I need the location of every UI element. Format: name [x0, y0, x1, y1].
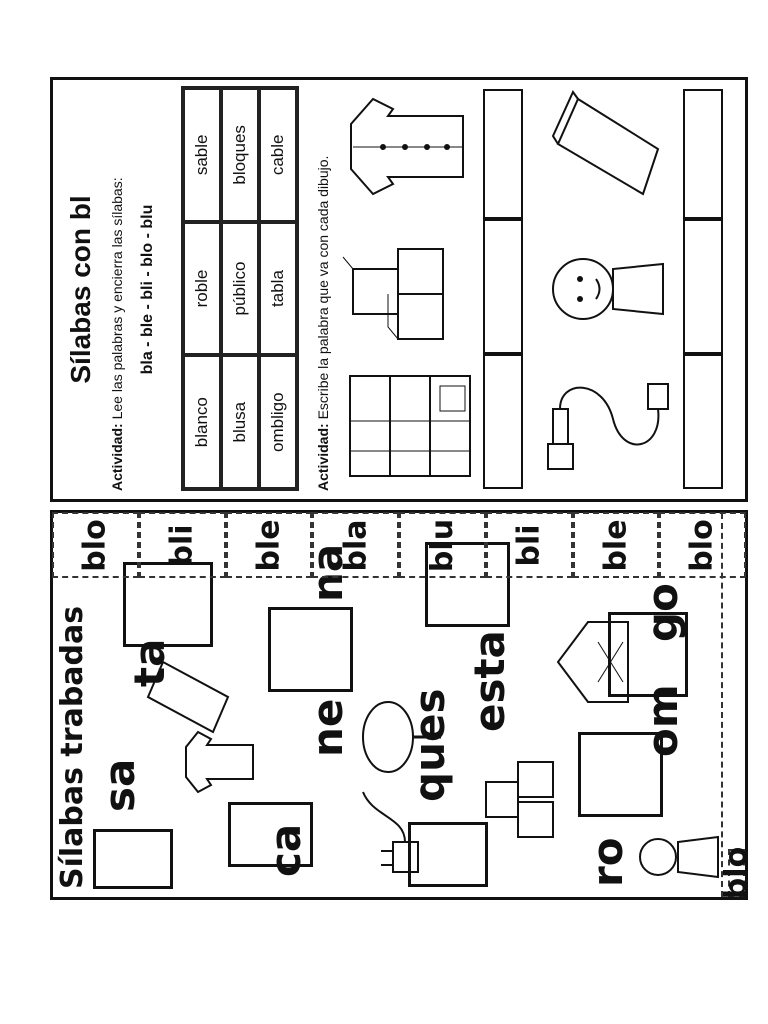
girl-icon — [639, 835, 719, 879]
word-part: go — [638, 583, 687, 642]
cut-card-label: blo — [77, 518, 113, 572]
word-table: blanco roble sable blusa público bloques… — [181, 86, 299, 491]
table-cell: ombligo — [259, 355, 297, 489]
word-part: sa — [95, 758, 144, 812]
cut-card-label: ble — [598, 518, 634, 572]
word-part: ro — [583, 837, 632, 887]
plug-icon — [362, 791, 419, 873]
page-title: Sílabas con bl — [65, 195, 96, 384]
table-cell: blanco — [183, 355, 221, 489]
top-worksheet: Sílabas con bl Actividad: Lee las palabr… — [50, 77, 748, 502]
barn-icon — [556, 621, 629, 703]
answer-box[interactable] — [483, 89, 523, 219]
cut-card-label: blo — [685, 518, 721, 572]
board-icon — [146, 660, 230, 734]
table-cell: bloques — [221, 88, 259, 222]
table-cell: blusa — [221, 355, 259, 489]
cut-card-label: ble — [251, 518, 287, 572]
cut-card[interactable]: blu — [399, 512, 486, 578]
table-cell: público — [221, 221, 259, 356]
page-title: Sílabas trabadas — [55, 605, 90, 889]
blouse-icon — [350, 97, 464, 196]
cut-strip-cards: blo bli ble bla blu bli ble blo — [52, 512, 746, 582]
word-part: ca — [261, 823, 310, 877]
activity-2-label: Actividad: — [315, 423, 331, 491]
cut-card[interactable]: bla — [312, 512, 399, 578]
bookshelf-icon — [349, 375, 471, 477]
cut-card[interactable]: bli — [485, 512, 573, 578]
cut-card-label: bli — [511, 523, 547, 567]
girl-icon — [552, 258, 664, 320]
activity-1: Actividad: Lee las palabras y encierra l… — [109, 81, 125, 491]
activity-2: Actividad: Escribe la palabra que va con… — [315, 81, 331, 491]
table-cell: sable — [183, 88, 221, 222]
table-cell: cable — [259, 88, 297, 222]
activity-2-text: Escribe la palabra que va con cada dibuj… — [315, 155, 331, 420]
cut-card[interactable]: blo — [659, 512, 746, 578]
cut-card-label: blu — [424, 518, 460, 572]
blocks-icon — [485, 761, 554, 838]
answer-box[interactable] — [483, 219, 523, 354]
cut-card-label: bla — [338, 518, 374, 572]
cut-card[interactable]: blo — [52, 512, 139, 578]
activity-1-text: Lee las palabras y encierra las sílabas: — [109, 177, 125, 420]
table-cell: tabla — [259, 221, 297, 356]
answer-box[interactable] — [483, 354, 523, 489]
table-cell: roble — [183, 221, 221, 356]
usb-cable-icon — [547, 383, 669, 470]
cut-card[interactable]: ble — [572, 512, 660, 578]
blouse-icon — [185, 730, 254, 794]
syllables-line: bla - ble - bli - blo - blu — [139, 204, 156, 375]
word-part: esta — [465, 630, 514, 732]
activity-1-label: Actividad: — [109, 423, 125, 491]
syllable-box[interactable] — [268, 607, 353, 692]
cut-card[interactable]: blo — [719, 846, 754, 900]
cut-card[interactable]: bli — [138, 512, 226, 578]
top-worksheet-content: Sílabas con bl Actividad: Lee las palabr… — [53, 80, 745, 499]
cut-card[interactable]: ble — [225, 512, 313, 578]
answer-box[interactable] — [683, 219, 723, 354]
cut-card-label: bli — [164, 523, 200, 567]
board-icon — [551, 90, 660, 196]
bottom-worksheet-content: Sílabas trabadas sa ta ca ne na ques est… — [53, 513, 754, 900]
blocks-icon — [342, 248, 444, 340]
tree-icon — [362, 701, 441, 773]
syllable-box[interactable] — [93, 829, 173, 889]
word-part: om — [638, 684, 687, 757]
answer-box[interactable] — [683, 89, 723, 219]
word-part: ne — [303, 698, 352, 757]
answer-box[interactable] — [683, 354, 723, 489]
